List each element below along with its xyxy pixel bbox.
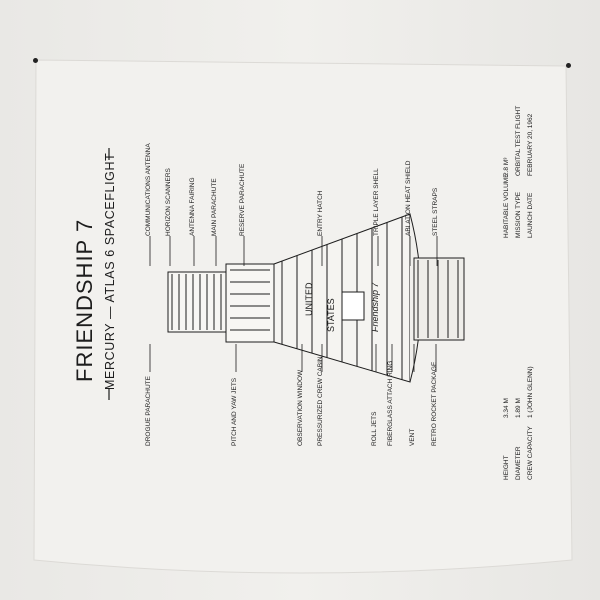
spec-bottom-label: HEIGHT: [503, 455, 510, 480]
callout-label-top: ABLATION HEAT SHIELD: [405, 160, 412, 236]
callout-label-top: ENTRY HATCH: [317, 190, 324, 236]
callout-label-bottom: FIBERGLASS ATTACH RING: [387, 361, 394, 446]
callout-label-top: COMMUNICATIONS ANTENNA: [145, 143, 152, 236]
capsule-marking-name: Friendship 7: [370, 281, 380, 332]
poster-subtitle: MERCURY — ATLAS 6 SPACEFLIGHT: [103, 153, 117, 390]
spec-top-label: HABITABLE VOLUME: [503, 173, 510, 238]
callout-label-top: MAIN PARACHUTE: [211, 178, 218, 236]
callout-label-top: TRIPLE LAYER SHELL: [373, 168, 380, 236]
pin-right-icon: [566, 63, 571, 68]
callout-label-bottom: RETRO ROCKET PACKAGE: [431, 361, 438, 446]
spec-bottom-value: 3.34 M: [503, 398, 510, 418]
spec-bottom-value: 1 (JOHN GLENN): [527, 366, 534, 418]
callout-label-bottom: PRESSURIZED CREW CABIN: [317, 356, 324, 446]
spec-bottom-value: 1.89 M: [515, 398, 522, 418]
callout-label-bottom: DROGUE PARACHUTE: [145, 375, 152, 446]
poster-title: FRIENDSHIP 7: [72, 219, 97, 382]
spec-top-value: ORBITAL TEST FLIGHT: [515, 106, 522, 176]
spec-top-value: FEBRUARY 20, 1962: [527, 113, 534, 176]
capsule-marking-united: UNITED: [304, 282, 314, 316]
callout-label-bottom: PITCH AND YAW JETS: [231, 377, 238, 446]
spec-top-label: LAUNCH DATE: [527, 192, 534, 238]
callout-label-bottom: OBSERVATION WINDOW: [297, 369, 304, 446]
spec-bottom-label: DIAMETER: [515, 446, 522, 480]
callout-label-top: ANTENNA FAIRING: [189, 177, 196, 236]
spec-bottom-label: CREW CAPACITY: [527, 426, 534, 480]
capsule-diagram: [167, 213, 465, 383]
capsule-marking-states: STATES: [326, 298, 336, 332]
spec-top-label: MISSION TYPE: [515, 191, 522, 238]
spec-top-value: 2.8 M³: [503, 157, 510, 176]
pin-left-icon: [33, 58, 38, 63]
callout-label-top: HORIZON SCANNERS: [165, 167, 172, 236]
callout-label-bottom: ROLL JETS: [371, 411, 378, 446]
callout-label-top: STEEL STRAPS: [432, 187, 439, 236]
callout-label-top: RESERVE PARACHUTE: [239, 163, 246, 236]
callout-label-bottom: VENT: [409, 429, 416, 446]
